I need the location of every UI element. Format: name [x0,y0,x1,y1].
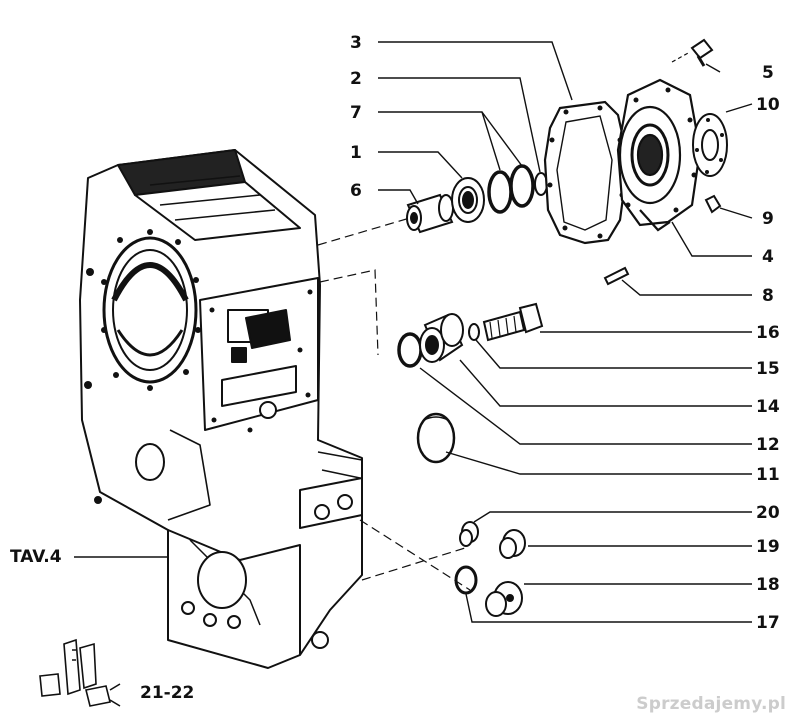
part-17-bolt [482,302,544,342]
callout-18: 18 [756,575,780,595]
part-19-plug [499,529,526,559]
callout-12: 17 [756,613,780,633]
callout-7: 7 [350,103,362,123]
part-12-ring [454,565,478,595]
leader-lines [74,41,753,623]
part-11-plug-cap [416,412,456,464]
callout-10: 10 [756,95,780,115]
callout-14: 12 [756,435,780,455]
callout-15: 14 [756,397,780,417]
part-1-bearing [451,177,485,223]
callout-5: 5 [762,63,774,83]
callout-9: 9 [762,209,774,229]
part-3-gasket [543,100,630,245]
part-9-nut [704,194,722,214]
part-5-screw [671,38,714,67]
gearbox-housing [79,149,363,669]
callout-labels: 3 2 7 1 6 5 10 9 4 8 16 15 14 12 11 20 1… [10,33,780,703]
callout-16: 15 [756,359,780,379]
part-18-plug [485,581,523,617]
part-6-shaft-sleeve [406,193,454,234]
callout-19: 19 [756,537,780,557]
assembly-axis-lines [317,214,471,591]
watermark: Sprzedajemy.pl [636,694,786,714]
part-15-14-bushings [397,313,464,368]
reference-label: 21-22 [140,683,194,703]
part-7-circlips [487,164,535,214]
watermark-suffix: .pl [760,694,786,714]
part-20-plug [459,521,479,547]
callout-2: 2 [350,69,362,89]
callout-4: 4 [762,247,774,267]
part-16-washer [468,323,480,341]
reference-thumbnail-icon [39,638,121,707]
part-8-dowel [603,266,630,286]
callout-11: 11 [756,465,780,485]
callout-1: 1 [350,143,362,163]
callout-3: 3 [350,33,362,53]
callout-6: 6 [350,181,362,201]
callout-17: 16 [756,323,780,343]
group-label: TAV.4 [10,547,62,567]
part-4-cover-flange [616,78,702,232]
callout-8: 8 [762,286,774,306]
callout-20: 20 [756,503,780,523]
part-10-seal-plate [692,113,728,177]
watermark-text: Sprzedajemy [636,694,761,714]
